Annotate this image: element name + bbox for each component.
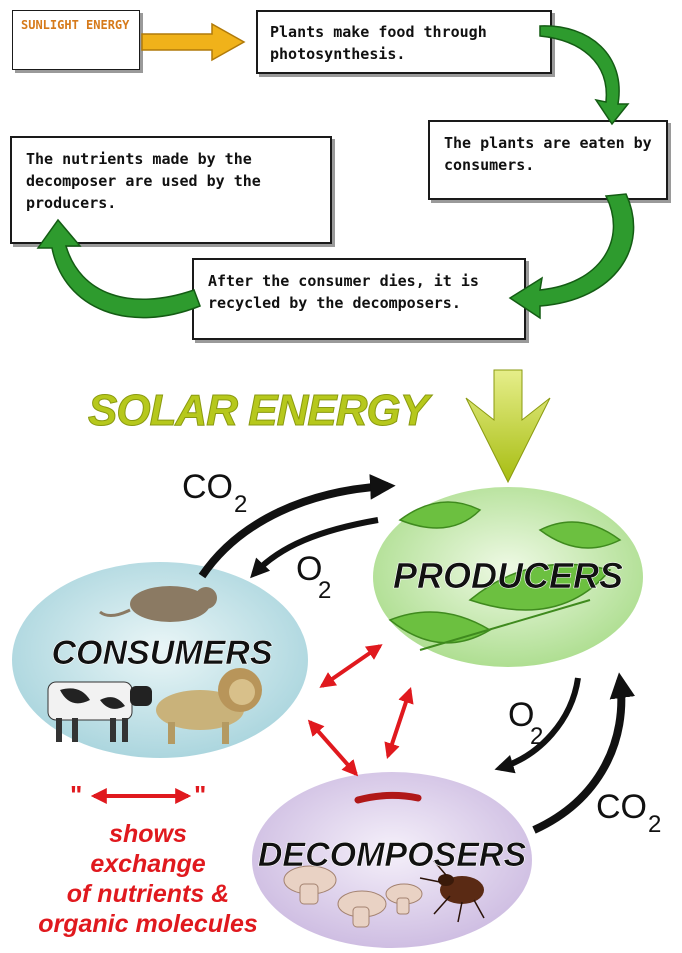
svg-text:2: 2 [530, 723, 543, 750]
rat-illustration [99, 586, 217, 622]
legend-quote-close: " [194, 780, 206, 810]
cycle-arrow-1 [539, 25, 630, 126]
nutrients-reuse-step-box: The nutrients made by the decomposer are… [10, 136, 332, 244]
co2-arrow-decomposers-to-producers [532, 672, 636, 834]
o2-label-right: O 2 [508, 696, 543, 750]
legend-line-1: shows [109, 820, 187, 848]
legend-line-4: organic molecules [38, 910, 258, 938]
co2-label-top: CO 2 [182, 468, 247, 518]
svg-text:CO: CO [182, 468, 233, 506]
decomposer-recycle-step-box: After the consumer dies, it is recycled … [192, 258, 526, 340]
svg-text:O: O [296, 550, 322, 588]
cockroach-illustration [419, 860, 485, 923]
solar-energy-title: SOLAR ENERGY [88, 386, 433, 435]
solar-energy-arrow [465, 369, 551, 484]
producers-label: PRODUCERS [393, 555, 623, 596]
exchange-arrow-consumers-producers [319, 644, 383, 688]
lion-illustration [156, 668, 262, 744]
sunlight-energy-label: SUNLIGHT ENERGY [21, 18, 130, 32]
o2-arrow-producers-to-consumers [250, 517, 379, 579]
exchange-arrow-consumers-decomposers [307, 719, 359, 777]
sunlight-arrow [141, 22, 246, 62]
photosynthesis-step-text: Plants make food through photosynthesis. [270, 23, 487, 63]
svg-text:O: O [508, 696, 534, 734]
nutrients-reuse-step-text: The nutrients made by the decomposer are… [26, 150, 261, 212]
photosynthesis-step-box: Plants make food through photosynthesis. [256, 10, 552, 74]
worm-illustration [354, 791, 422, 804]
consumers-eat-step-text: The plants are eaten by consumers. [444, 134, 652, 174]
svg-text:2: 2 [318, 577, 331, 604]
svg-text:2: 2 [234, 491, 247, 518]
leaves-illustration [388, 501, 622, 651]
sunlight-energy-box: SUNLIGHT ENERGY [12, 10, 140, 70]
cow-illustration [47, 681, 152, 742]
svg-text:CO: CO [596, 788, 647, 826]
decomposer-recycle-step-text: After the consumer dies, it is recycled … [208, 272, 479, 312]
legend-quote-open: " [70, 780, 82, 810]
o2-arrow-producers-to-decomposers [494, 677, 581, 774]
cycle-arrow-3 [36, 218, 201, 319]
co2-label-bottom: CO 2 [596, 788, 661, 838]
o2-label-left: O 2 [296, 550, 331, 604]
mushrooms-illustration [283, 865, 423, 928]
co2-arrow-consumers-to-producers [198, 474, 396, 579]
consumers-label: CONSUMERS [51, 634, 272, 672]
svg-text:2: 2 [648, 811, 661, 838]
legend-line-2: exchange [90, 850, 205, 878]
legend: " " shows exchange of nutrients & organi… [38, 780, 258, 938]
consumers-eat-step-box: The plants are eaten by consumers. [428, 120, 668, 200]
decomposers-label: DECOMPOSERS [258, 836, 527, 874]
cycle-arrow-2 [508, 193, 635, 320]
exchange-arrow-producers-decomposers [384, 686, 414, 760]
legend-line-3: of nutrients & [67, 880, 230, 908]
